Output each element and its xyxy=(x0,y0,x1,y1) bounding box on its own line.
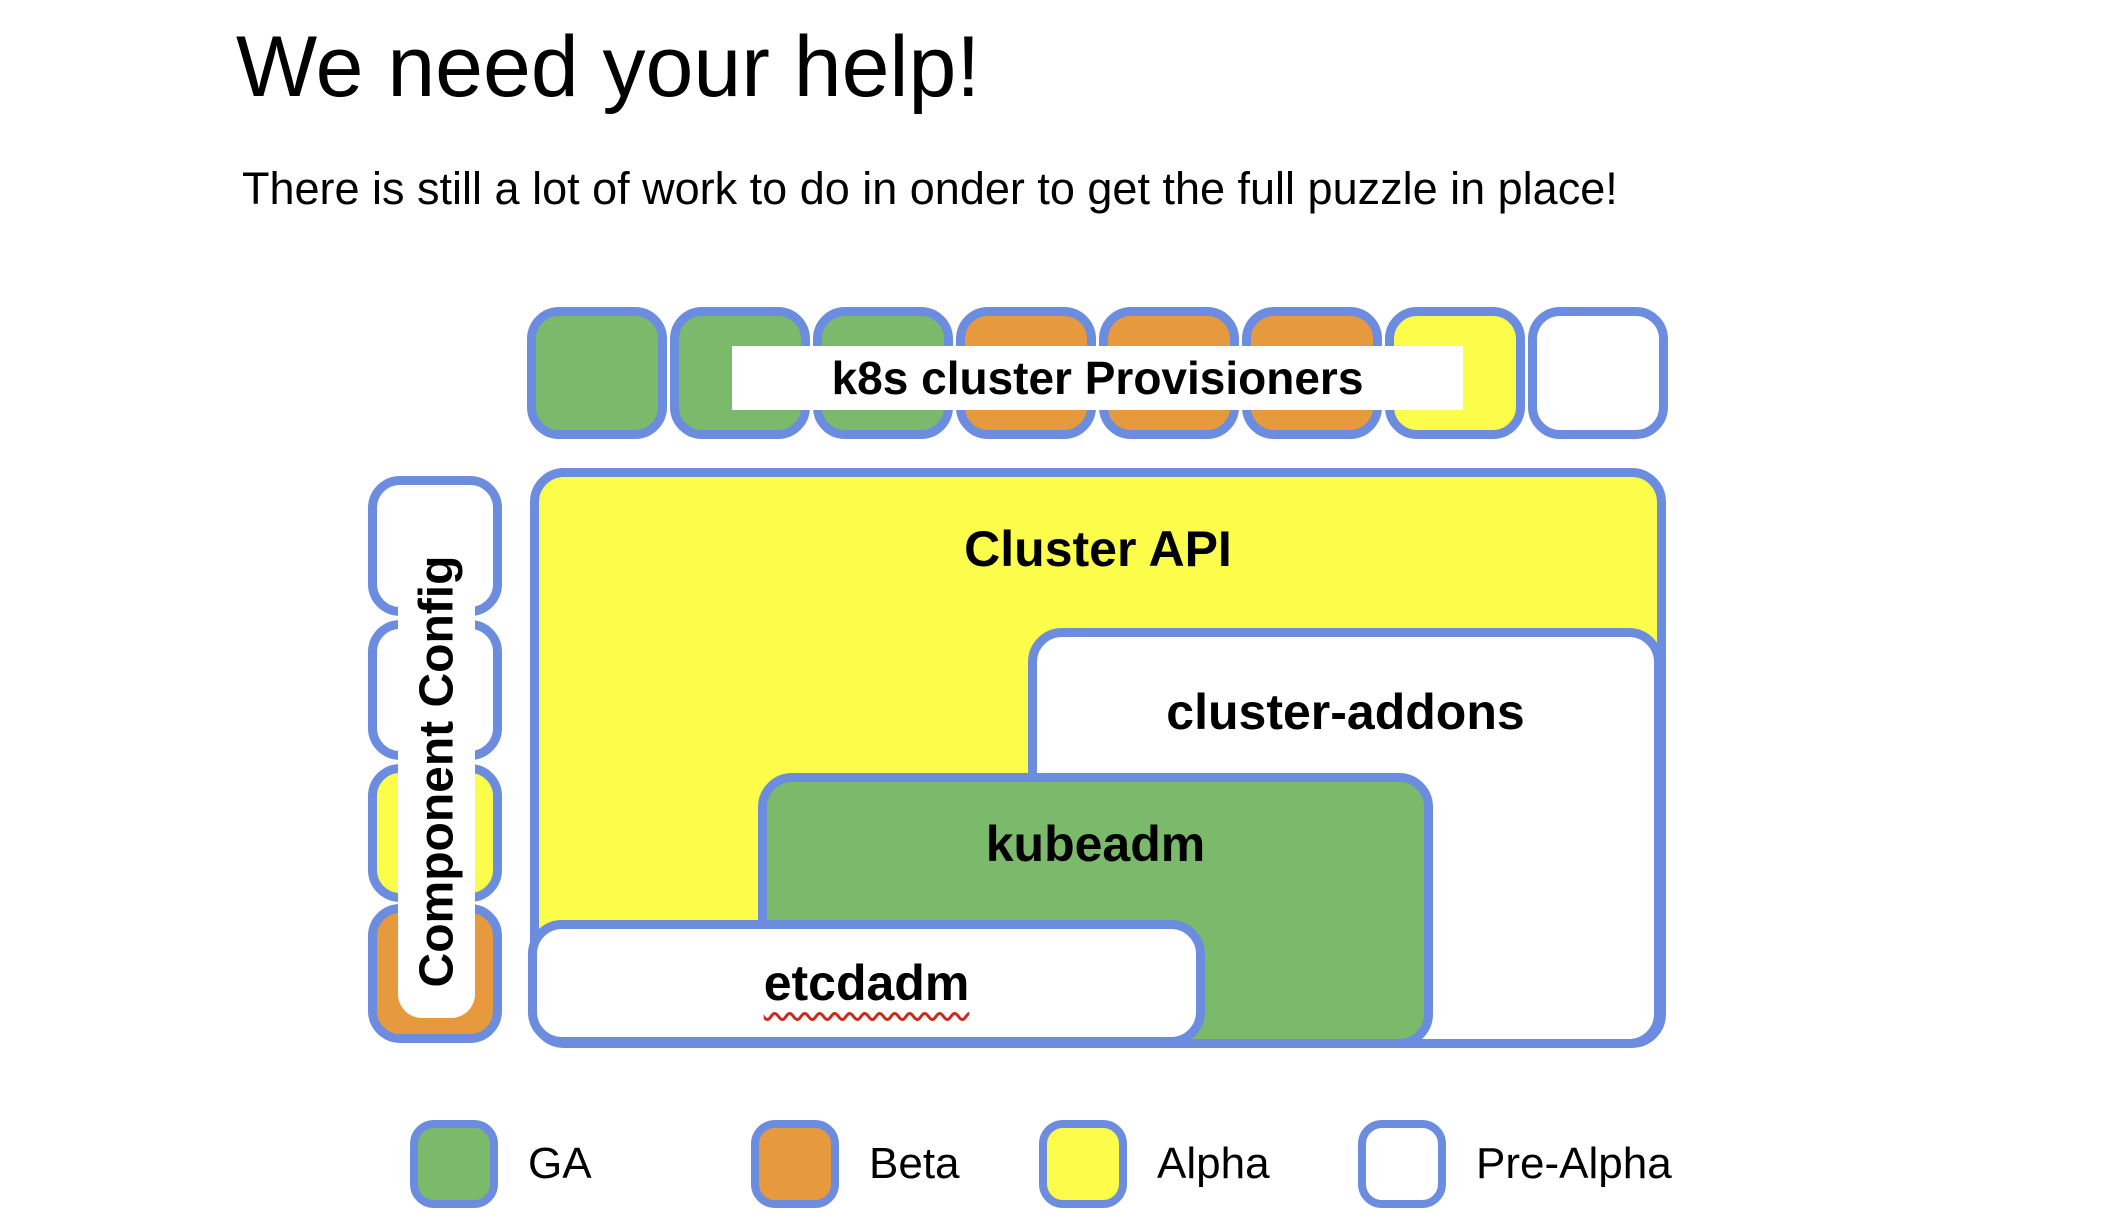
legend-label-prealpha: Pre-Alpha xyxy=(1476,1139,1672,1188)
legend-swatch-alpha xyxy=(1039,1120,1127,1208)
page-subtitle: There is still a lot of work to do in on… xyxy=(242,163,1618,214)
provisioners-label-band: k8s cluster Provisioners xyxy=(732,346,1463,410)
legend-label-alpha: Alpha xyxy=(1157,1139,1270,1188)
legend-item-ga: GA xyxy=(410,1120,592,1208)
legend-label-ga: GA xyxy=(528,1139,592,1188)
legend-item-prealpha: Pre-Alpha xyxy=(1358,1120,1672,1208)
legend-swatch-beta xyxy=(751,1120,839,1208)
legend-swatch-prealpha xyxy=(1358,1120,1446,1208)
provisioner-square-8 xyxy=(1528,307,1668,439)
etcdadm-box: etcdadm xyxy=(528,920,1205,1046)
legend-swatch-ga xyxy=(410,1120,498,1208)
kubeadm-label: kubeadm xyxy=(985,816,1206,872)
cluster-api-label: Cluster API xyxy=(964,521,1232,577)
component-config-label: Component Config xyxy=(410,555,463,987)
provisioners-label: k8s cluster Provisioners xyxy=(831,352,1364,404)
component-config-label-strip: Component Config xyxy=(398,524,475,1018)
legend-item-beta: Beta xyxy=(751,1120,960,1208)
page-title: We need your help! xyxy=(236,19,981,115)
provisioner-square-1 xyxy=(527,307,667,439)
legend-label-beta: Beta xyxy=(869,1139,960,1188)
legend-item-alpha: Alpha xyxy=(1039,1120,1270,1208)
cluster-addons-label: cluster-addons xyxy=(1166,684,1525,740)
etcdadm-label: etcdadm xyxy=(763,955,970,1011)
